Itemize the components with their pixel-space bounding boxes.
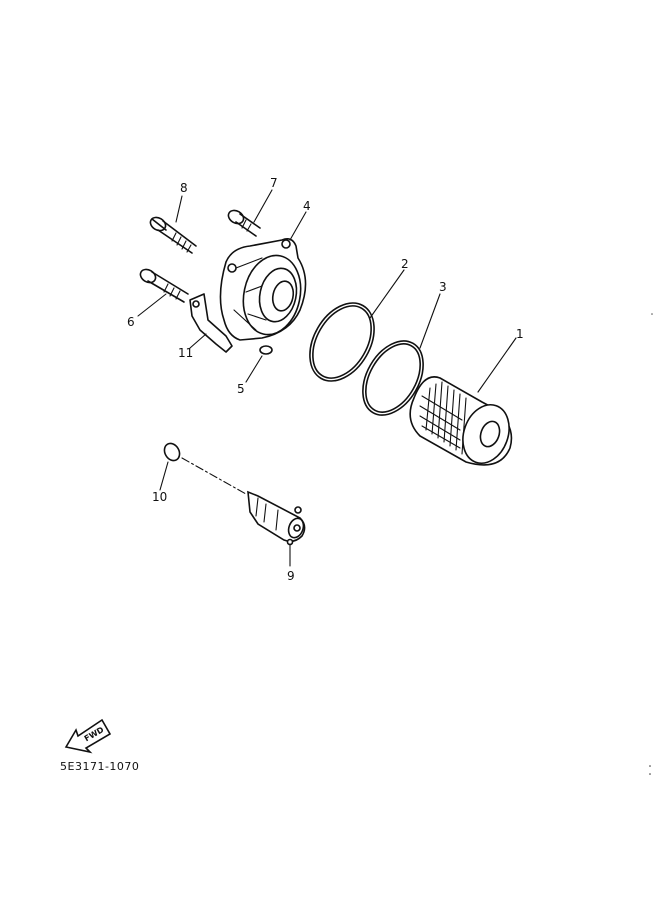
bolt-short[interactable]	[226, 208, 261, 237]
callout-4: 4	[303, 199, 311, 213]
callout-3: 3	[439, 280, 447, 294]
callout-9: 9	[287, 569, 295, 583]
union-bolt[interactable]	[247, 490, 306, 546]
bolt-medium[interactable]	[138, 267, 189, 303]
oil-filter-element[interactable]	[409, 376, 517, 470]
large-o-ring-3[interactable]	[350, 330, 435, 425]
bracket[interactable]	[189, 293, 233, 353]
callout-10: 10	[152, 490, 167, 504]
callout-1: 1	[516, 327, 524, 341]
filter-cover[interactable]	[219, 238, 307, 341]
callout-6: 6	[127, 315, 135, 329]
callout-11: 11	[178, 346, 193, 360]
bolt-long[interactable]	[148, 215, 197, 254]
callout-8: 8	[180, 181, 188, 195]
small-o-ring-5[interactable]	[259, 345, 273, 355]
leader-lines	[137, 189, 517, 567]
assembly-centerline	[181, 457, 247, 495]
callout-5: 5	[237, 382, 245, 396]
callout-labels: 1 2 3 4 5 6 7 8 9 10 11	[127, 176, 524, 583]
small-o-ring-10[interactable]	[161, 441, 182, 464]
scan-specks	[649, 313, 653, 775]
large-o-ring-2[interactable]	[297, 292, 387, 393]
diagram-reference-code: 5E3171-1070	[60, 760, 140, 773]
fwd-arrow-icon: FWD	[64, 718, 112, 754]
callout-2: 2	[401, 257, 409, 271]
callout-7: 7	[270, 176, 278, 190]
